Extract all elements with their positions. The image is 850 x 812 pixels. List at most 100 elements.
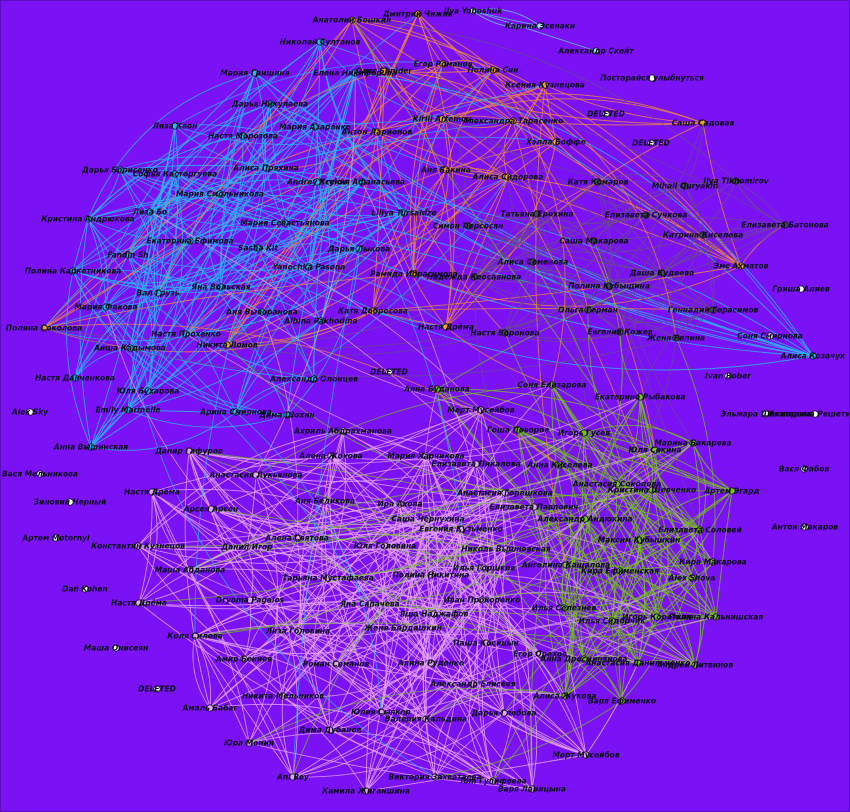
graph-node-89[interactable]: Екатерина Решетина xyxy=(769,410,850,419)
graph-node-6[interactable]: Мария Гришина xyxy=(220,69,289,78)
graph-node-166[interactable]: Дима Дубанов xyxy=(298,726,362,735)
graph-node-139[interactable]: Илья Селезнев xyxy=(532,604,597,613)
graph-node-81[interactable]: Анна Буданова xyxy=(403,385,470,394)
graph-node-48[interactable]: Sasha Kit xyxy=(238,244,278,253)
graph-node-56[interactable]: Вал Грузь xyxy=(136,289,179,298)
graph-node-116[interactable]: Саша Чернухина xyxy=(391,515,464,524)
graph-node-108[interactable]: Кристина Шевченко xyxy=(608,486,696,495)
graph-node-5[interactable]: Николай Султанов xyxy=(280,38,361,47)
graph-node-33[interactable]: Ксения Афанасьева xyxy=(319,178,405,187)
graph-node-67[interactable]: Настя Дрёма xyxy=(418,323,474,332)
graph-node-44[interactable]: Катрина Киселева xyxy=(663,231,743,240)
graph-node-90[interactable]: Дима Шохин xyxy=(258,411,314,420)
graph-node-95[interactable]: Марина Бакарева xyxy=(654,439,731,448)
graph-node-150[interactable]: Егор Орехов xyxy=(513,650,567,659)
graph-node-140[interactable]: Настя Дрёма xyxy=(111,599,167,608)
graph-node-69[interactable]: Настя Воронова xyxy=(470,329,539,338)
graph-node-106[interactable]: Зиновий Черный xyxy=(34,498,107,507)
graph-node-32[interactable]: Andrey Krylov xyxy=(286,178,348,187)
graph-node-148[interactable]: Маша Онисеян xyxy=(84,644,149,653)
graph-node-80[interactable]: Юля Бухарова xyxy=(117,387,180,396)
graph-node-143[interactable]: Полина Кальнишская xyxy=(669,613,763,622)
graph-node-28[interactable]: Катя Комаров xyxy=(568,178,629,187)
graph-node-115[interactable]: Антон Макаров xyxy=(771,523,838,532)
graph-node-165[interactable]: Валерия Кальдина xyxy=(385,715,467,724)
graph-node-49[interactable]: Алиса Семенова xyxy=(497,258,569,267)
graph-node-94[interactable]: Анна Вышинская xyxy=(53,443,128,452)
graph-node-14[interactable]: Kirill Artemov xyxy=(413,115,473,124)
graph-node-0[interactable]: Анатолий Бошкин xyxy=(312,16,392,25)
graph-node-142[interactable]: Игорь Короткин xyxy=(622,613,692,622)
graph-node-137[interactable]: Яна Сапачева xyxy=(339,600,399,609)
graph-node-66[interactable]: Albina Pakhodina xyxy=(283,317,357,326)
graph-node-171[interactable]: Ani Rey xyxy=(276,773,310,782)
graph-node-43[interactable]: Екатерина Ефимова xyxy=(146,237,233,246)
graph-node-19[interactable]: Настя Морозова xyxy=(208,132,278,141)
graph-node-30[interactable]: Ilya Tikhomirov xyxy=(703,177,769,186)
graph-node-64[interactable]: Геннадий Герасимов xyxy=(668,306,759,315)
graph-node-134[interactable]: Alex Shova xyxy=(668,574,716,583)
graph-node-132[interactable]: Тарьяна Мустафаева xyxy=(282,574,374,583)
graph-node-54[interactable]: Надежда Кеосаянова xyxy=(427,273,522,282)
graph-node-119[interactable]: Александр Андюкина xyxy=(536,515,632,524)
graph-node-25[interactable]: Алиса Пряхина xyxy=(232,164,298,173)
graph-node-3[interactable]: Карина Эсенаки xyxy=(505,22,576,31)
graph-node-1[interactable]: Дмитрий Чижик xyxy=(382,10,454,19)
graph-node-26[interactable]: Аня Бакина xyxy=(420,166,471,175)
graph-node-114[interactable]: Елизавета Павлович xyxy=(489,503,578,512)
graph-node-136[interactable]: Dryoma Pagalos xyxy=(216,596,285,605)
graph-node-98[interactable]: Мария Харчикова xyxy=(387,452,464,461)
graph-node-144[interactable]: Илья Сидорчик xyxy=(579,617,647,626)
graph-node-12[interactable]: Постарайся улыбнуться xyxy=(600,74,704,83)
graph-node-121[interactable]: Елизавета Соловей xyxy=(658,526,742,535)
graph-node-52[interactable]: Yanochka Pasona xyxy=(273,263,346,272)
graph-node-152[interactable]: Анастасия Данильченко xyxy=(584,659,690,668)
graph-node-35[interactable]: Лиза Бо xyxy=(132,208,167,217)
graph-node-167[interactable]: Юра Монин xyxy=(224,739,274,748)
graph-node-68[interactable]: Настя Прохенко xyxy=(151,330,221,339)
graph-node-83[interactable]: Екатерина Рыбакова xyxy=(595,393,686,402)
graph-node-31[interactable]: Софья Касторгуева xyxy=(133,170,217,179)
graph-node-86[interactable]: Арина Смирнова xyxy=(199,408,272,417)
graph-node-102[interactable]: Вася Фабов xyxy=(779,465,830,474)
graph-node-112[interactable]: Ира Ахова xyxy=(378,500,423,509)
graph-node-60[interactable]: Мария Фекова xyxy=(74,303,137,312)
graph-node-135[interactable]: Dan Kohen xyxy=(62,585,108,594)
graph-node-109[interactable]: Артем Эгард xyxy=(703,487,759,496)
graph-node-170[interactable]: Tom Гупифеева xyxy=(459,777,526,786)
graph-node-39[interactable]: Елизавета Батонова xyxy=(741,221,829,230)
graph-node-73[interactable]: Алиса Козачук xyxy=(780,352,846,361)
graph-node-58[interactable]: Полина Кубыщина xyxy=(568,282,650,291)
graph-node-62[interactable]: Аня Выворанова xyxy=(225,308,297,317)
graph-node-34[interactable]: Мария Смольникова xyxy=(176,190,264,199)
graph-node-63[interactable]: Ольга Герман xyxy=(558,306,618,315)
graph-node-13[interactable]: Дарья Никулаева xyxy=(231,100,308,109)
graph-node-163[interactable]: Юлия Сыякер xyxy=(351,708,411,717)
graph-node-55[interactable]: Даша Кудеева xyxy=(629,269,694,278)
graph-node-127[interactable]: Ангелина Кашалова xyxy=(521,561,610,570)
graph-node-92[interactable]: Гоша Поворов xyxy=(487,426,549,435)
graph-node-47[interactable]: Fandin Sh xyxy=(107,251,148,260)
graph-node-118[interactable]: Евгения Кузьменко xyxy=(419,525,503,534)
graph-node-72[interactable]: Соня Смирнова xyxy=(737,332,803,341)
graph-node-133[interactable]: Полина Никитина xyxy=(393,571,470,580)
graph-node-129[interactable]: Маша Абданова xyxy=(155,566,225,575)
graph-node-2[interactable]: Ilya Yoboshuk xyxy=(444,7,503,16)
graph-node-51[interactable]: Полина Каркетникова xyxy=(25,267,122,276)
graph-node-65[interactable]: Полина Соколова xyxy=(6,324,82,333)
graph-node-125[interactable]: Максим Кубышкин xyxy=(598,536,681,545)
graph-node-99[interactable]: Юля Сокина xyxy=(629,446,682,455)
graph-node-38[interactable]: Елизавета Сучкова xyxy=(605,211,688,220)
graph-node-21[interactable]: Антон Ларионов xyxy=(341,128,413,137)
graph-node-151[interactable]: Анна Дресминянова xyxy=(540,655,628,664)
graph-node-100[interactable]: Елизавета Пикалова xyxy=(431,460,520,469)
graph-node-50[interactable]: Эмс Ахматов xyxy=(714,262,769,271)
graph-node-131[interactable]: Кира Ефименская xyxy=(581,567,659,576)
graph-node-157[interactable]: DELETED xyxy=(138,685,176,694)
graph-node-141[interactable]: Яша Наджафов xyxy=(399,610,469,619)
graph-node-156[interactable]: Алина Руденко xyxy=(397,659,464,668)
graph-node-155[interactable]: Роман Семанов xyxy=(303,660,370,669)
graph-node-103[interactable]: Вася Мельникова xyxy=(2,470,78,479)
graph-node-40[interactable]: Кристина Андрюкова xyxy=(41,215,134,224)
graph-node-128[interactable]: Кира Макарова xyxy=(679,558,746,567)
